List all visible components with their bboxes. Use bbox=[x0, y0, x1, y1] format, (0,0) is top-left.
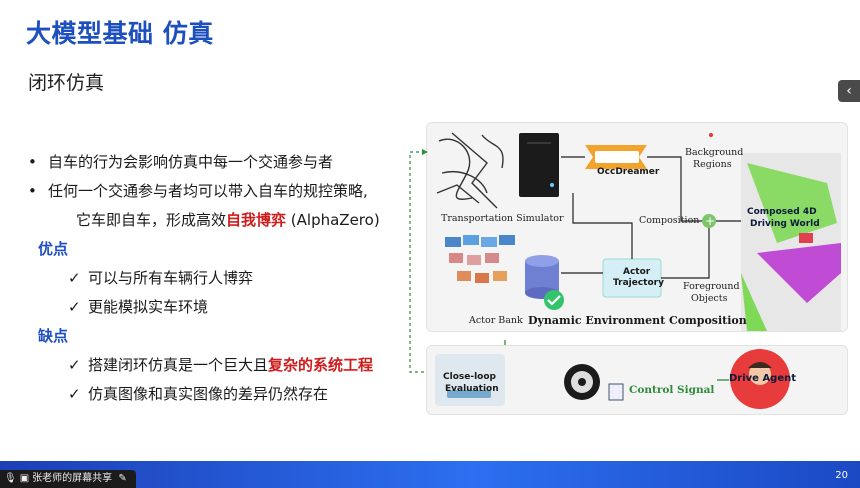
composition-node bbox=[702, 214, 716, 228]
composed-world-label-2: Driving World bbox=[750, 219, 820, 229]
svg-text:+: + bbox=[705, 214, 715, 228]
database-icon bbox=[525, 255, 559, 299]
page-number: 20 bbox=[835, 470, 848, 481]
bullet-item: 任何一个交通参与者均可以带入自车的规控策略, bbox=[28, 177, 380, 206]
slide-subtitle: 闭环仿真 bbox=[28, 72, 105, 94]
check-icon: ✓ bbox=[68, 269, 81, 287]
checkmark-icon bbox=[544, 290, 564, 310]
composed-world-label-1: Composed 4D bbox=[747, 207, 817, 217]
bullet-list: 自车的行为会影响仿真中每一个交通参与者 任何一个交通参与者均可以带入自车的规控策… bbox=[28, 148, 380, 409]
pros-item: ✓可以与所有车辆行人博弈 bbox=[28, 264, 380, 293]
control-signal-label: Control Signal bbox=[629, 384, 715, 396]
check-icon: ✓ bbox=[68, 298, 81, 316]
diagram-graphics: + bbox=[436, 132, 841, 331]
screen-share-label: 张老师的屏幕共享 bbox=[32, 473, 113, 484]
cons-item: ✓仿真图像和真实图像的差异仍然存在 bbox=[28, 380, 380, 409]
screen-share-indicator[interactable]: 🎙▣张老师的屏幕共享 ✎ bbox=[0, 470, 136, 488]
foreground-label-1: Foreground bbox=[683, 281, 740, 292]
closeloop-label-1: Close-loop bbox=[443, 372, 496, 382]
drive-agent-label: Drive Agent bbox=[729, 373, 797, 384]
steering-wheel-icon bbox=[564, 364, 600, 400]
bullet-continuation: 它车即自车，形成高效自我博弈 (AlphaZero) bbox=[28, 206, 380, 235]
microphone-icon[interactable]: 🎙 bbox=[4, 473, 17, 484]
actor-trajectory-label-1: Actor bbox=[623, 267, 651, 277]
pen-icon[interactable]: ✎ bbox=[118, 473, 127, 484]
slide-title: 大模型基础 仿真 bbox=[26, 19, 214, 48]
emphasis-text: 复杂的系统工程 bbox=[268, 356, 374, 374]
signal-doc-icon bbox=[608, 383, 624, 401]
check-icon: ✓ bbox=[68, 356, 81, 374]
occdreamer-block bbox=[585, 145, 647, 169]
check-icon: ✓ bbox=[68, 385, 81, 403]
transportation-simulator-label: Transportation Simulator bbox=[441, 213, 564, 224]
closed-loop-graphics bbox=[435, 349, 790, 409]
background-label-2: Regions bbox=[693, 159, 732, 170]
composition-label: Composition bbox=[639, 215, 700, 226]
slide-footer-bar bbox=[0, 461, 860, 488]
actor-trajectory-label-2: Trajectory bbox=[613, 278, 664, 288]
closed-loop-diagram: Close-loop Evaluation Control Signal Dri… bbox=[426, 345, 848, 415]
bullet-item: 自车的行为会影响仿真中每一个交通参与者 bbox=[28, 148, 380, 177]
actor-bank-icon bbox=[445, 235, 515, 283]
bullet-text: (AlphaZero) bbox=[286, 211, 380, 229]
drive-agent-avatar bbox=[730, 349, 790, 409]
dynamic-environment-diagram: + OccDreamer Background Regions Transpor… bbox=[426, 122, 848, 332]
collapse-panel-button[interactable]: ‹ bbox=[838, 80, 860, 102]
bullet-text: 它车即自车，形成高效 bbox=[76, 211, 227, 229]
diagram-caption: Dynamic Environment Composition bbox=[528, 314, 747, 327]
screen-icon: ▣ bbox=[19, 473, 30, 484]
bullet-text: 自车的行为会影响仿真中每一个交通参与者 bbox=[48, 153, 334, 171]
actor-bank-label: Actor Bank bbox=[469, 315, 523, 326]
occdreamer-label: OccDreamer bbox=[597, 167, 660, 177]
closeloop-label-2: Evaluation bbox=[445, 384, 499, 394]
server-icon bbox=[519, 133, 559, 197]
foreground-label-2: Objects bbox=[691, 293, 728, 304]
pros-heading: 优点 bbox=[38, 240, 69, 258]
diagram-arrows bbox=[561, 156, 741, 279]
pros-item: ✓更能模拟实车环境 bbox=[28, 293, 380, 322]
road-map-icon bbox=[436, 132, 504, 209]
background-label-1: Background bbox=[685, 147, 744, 158]
composed-world-image bbox=[741, 153, 841, 331]
bullet-text: 任何一个交通参与者均可以带入自车的规控策略, bbox=[48, 182, 368, 200]
cons-item: ✓搭建闭环仿真是一个巨大且复杂的系统工程 bbox=[28, 351, 380, 380]
emphasis-text: 自我博弈 bbox=[226, 211, 287, 229]
cons-heading: 缺点 bbox=[38, 327, 69, 345]
